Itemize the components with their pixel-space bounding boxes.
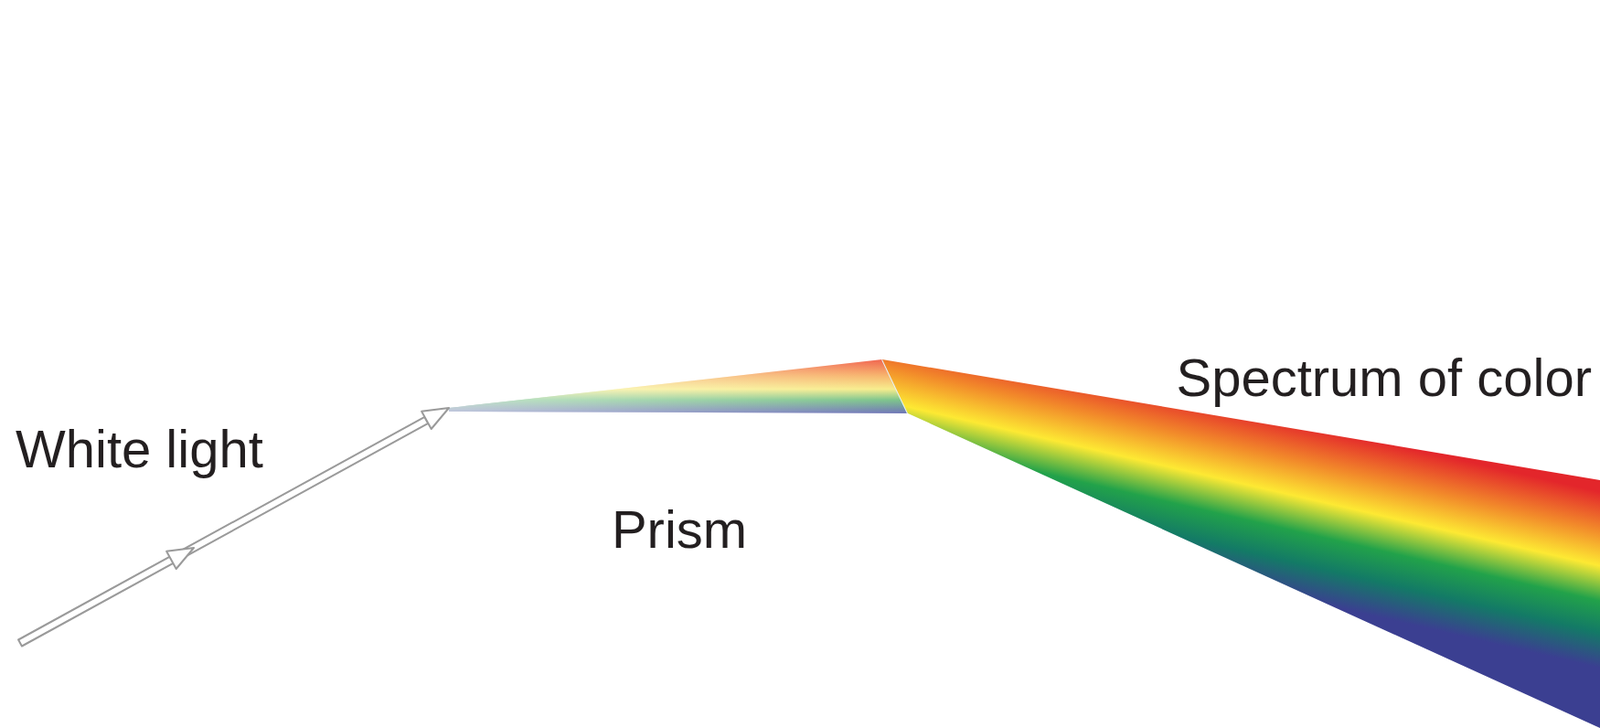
input-label: White light: [15, 418, 264, 480]
prism-node: Prism: [353, 20, 1005, 572]
prism-shape: [353, 20, 1005, 572]
arrowhead-mid: [166, 547, 194, 569]
refracted-beam: [448, 359, 908, 414]
arrowhead-end: [421, 407, 449, 429]
beam-highlight: [448, 359, 908, 414]
spectrum-fan: [882, 359, 1600, 728]
output-label: Spectrum of color: [1175, 347, 1592, 409]
prism-label: Prism: [611, 499, 747, 561]
prism-triangle: [353, 20, 1005, 572]
